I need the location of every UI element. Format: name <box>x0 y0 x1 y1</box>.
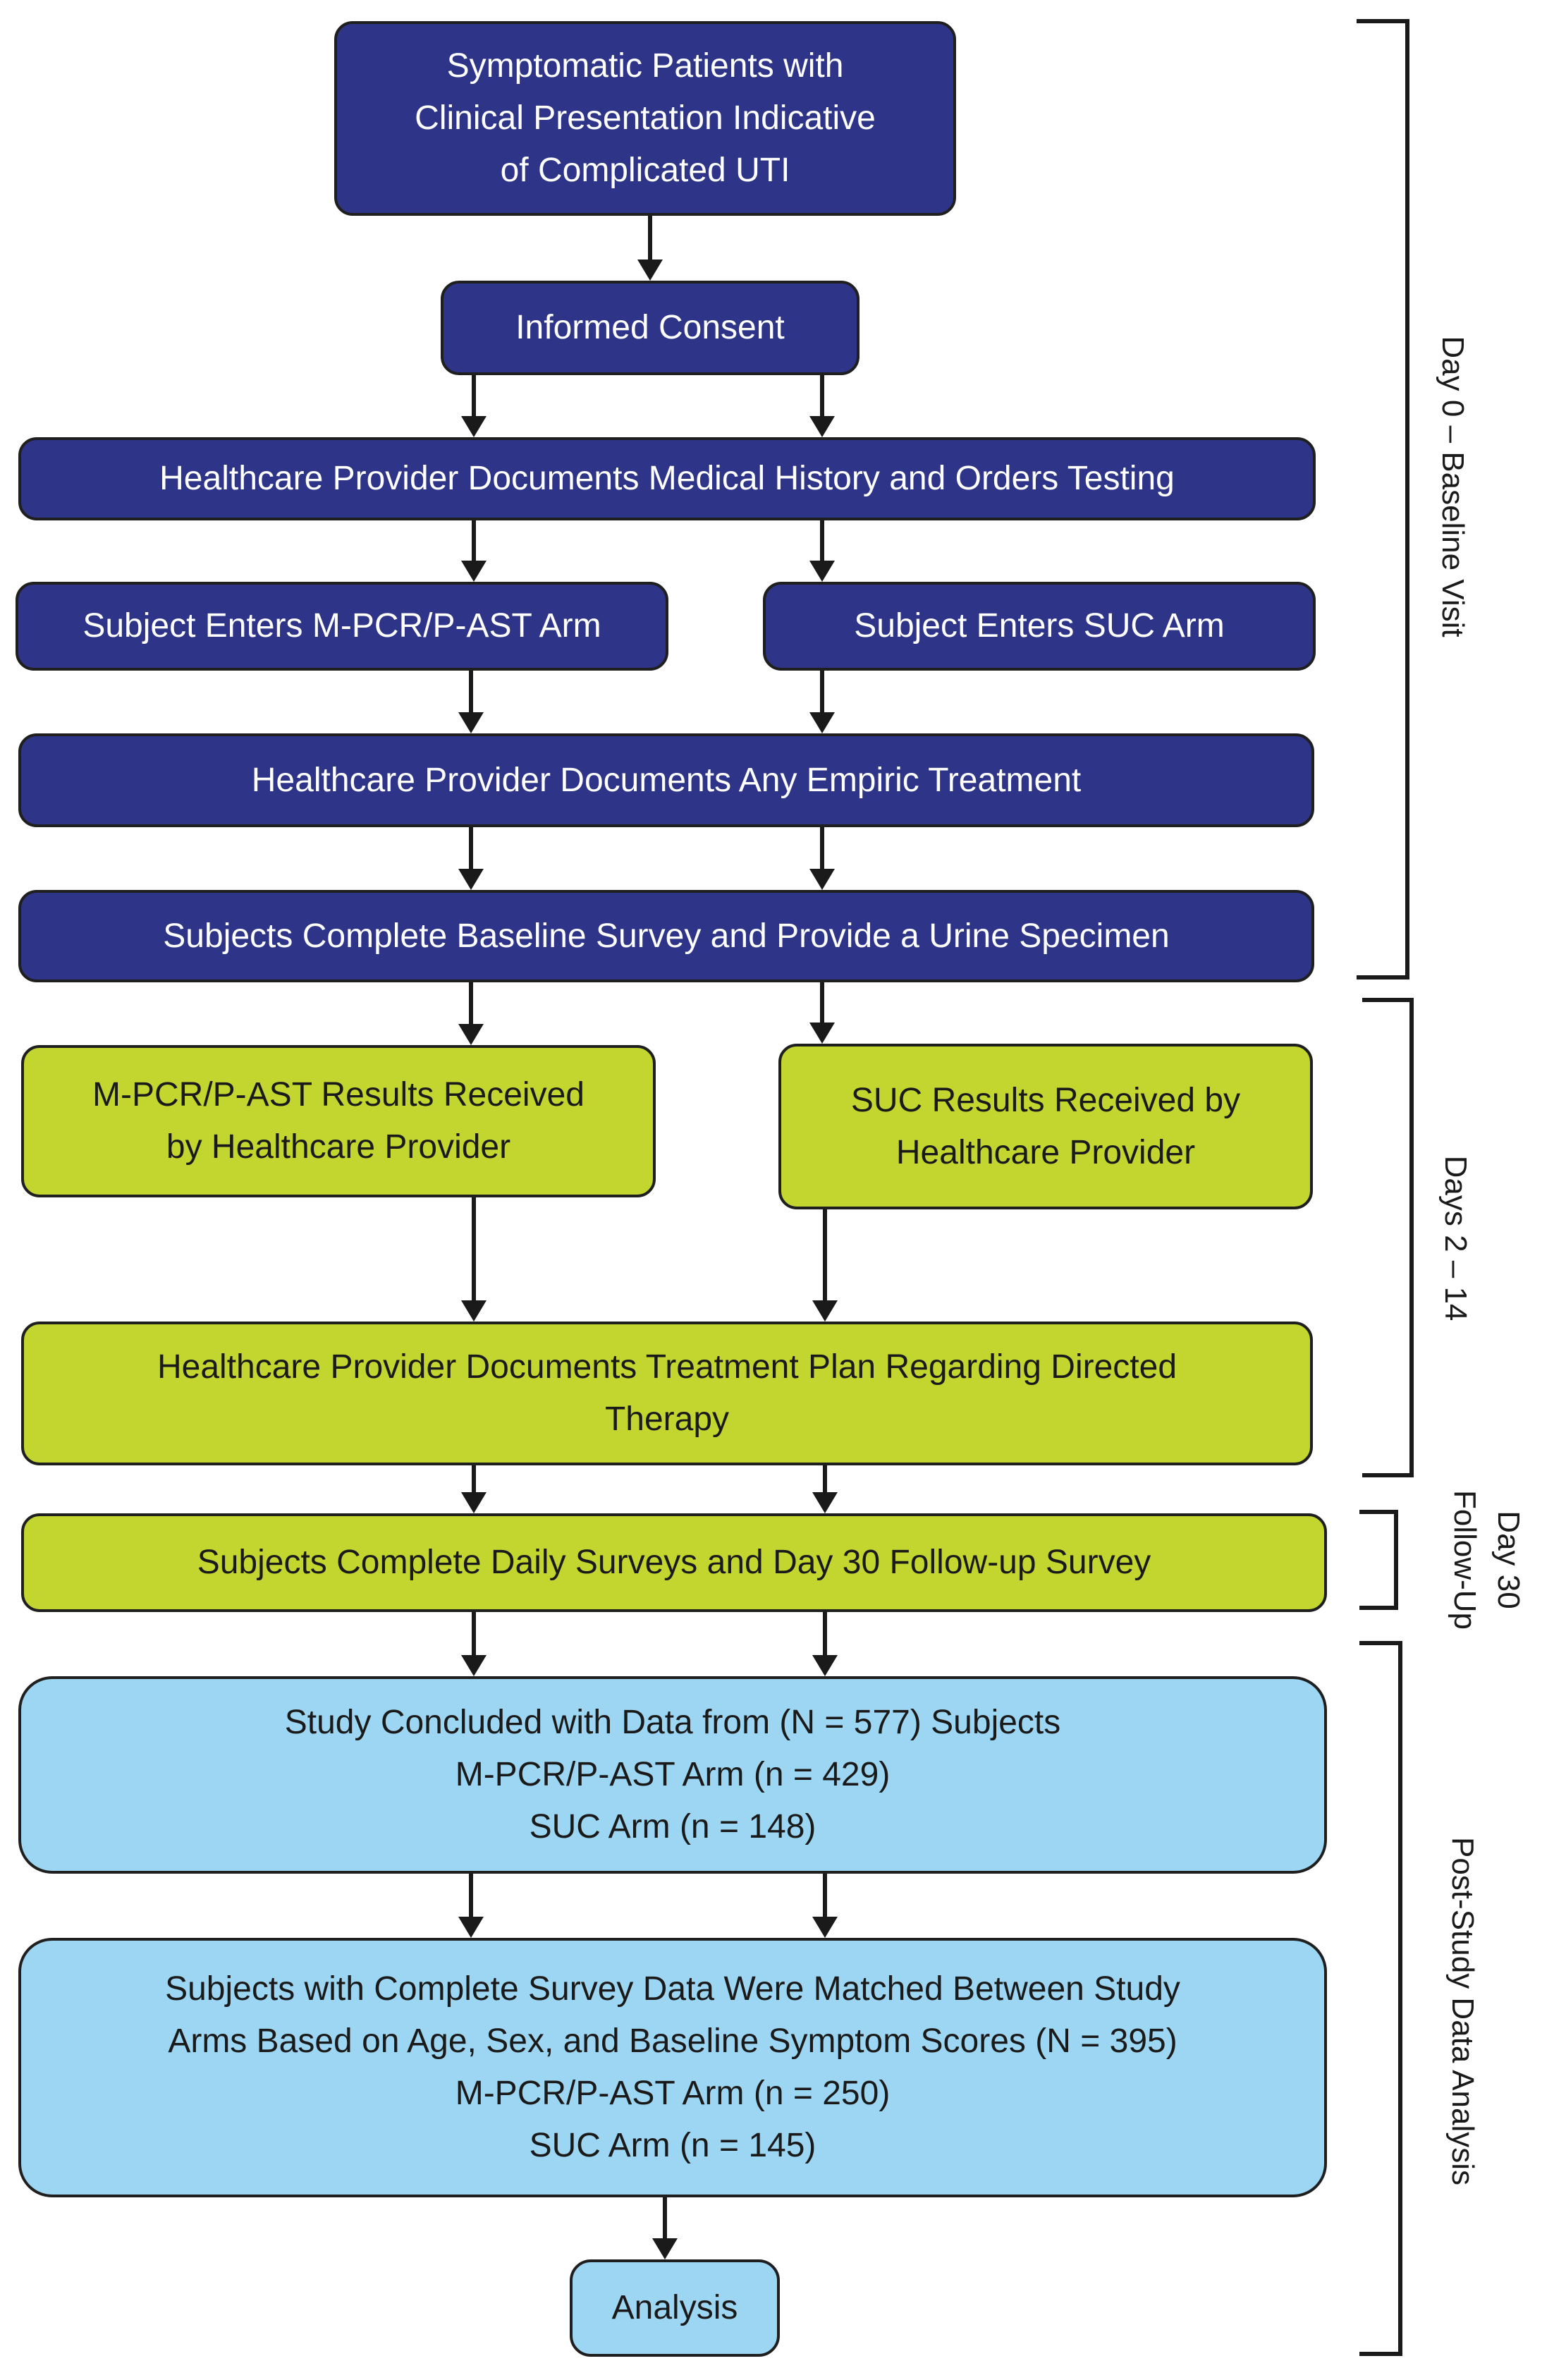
box-line: Subjects Complete Daily Surveys and Day … <box>197 1544 1151 1581</box>
box-line: SUC Arm (n = 145) <box>529 2127 816 2164</box>
phase-label-days-2-14: Days 2 – 14 <box>1436 1156 1475 1322</box>
box-line: Informed Consent <box>515 309 785 346</box>
bracket-day0 <box>1357 19 1409 980</box>
arrow-suc-arm-to-empiric <box>809 671 835 733</box>
box-line: by Healthcare Provider <box>166 1128 511 1166</box>
box-line: Subject Enters SUC Arm <box>854 607 1225 645</box>
box-line: M-PCR/P-AST Arm (n = 429) <box>455 1756 891 1793</box>
phase-label-post-study: Post-Study Data Analysis <box>1443 1837 1482 2185</box>
arrow-daily-to-concluded-left <box>461 1612 487 1676</box>
analysis-box: Analysis <box>570 2259 780 2357</box>
box-line: Arms Based on Age, Sex, and Baseline Sym… <box>168 2022 1177 2060</box>
arrow-treatment-to-daily-right <box>812 1465 838 1513</box>
arrow-daily-to-concluded-right <box>812 1612 838 1676</box>
study-concluded-box: Study Concluded with Data from (N = 577)… <box>18 1676 1327 1874</box>
matched-subjects-box: Subjects with Complete Survey Data Were … <box>18 1938 1327 2197</box>
informed-consent-box: Informed Consent <box>441 281 859 375</box>
mpcr-results-box: M-PCR/P-AST Results Received by Healthca… <box>21 1045 656 1197</box>
box-line: M-PCR/P-AST Results Received <box>92 1076 585 1113</box>
box-line: Therapy <box>604 1400 730 1438</box>
box-line: Subject Enters M-PCR/P-AST Arm <box>82 607 601 645</box>
phase-label-text: Day 30 <box>1491 1511 1526 1609</box>
mpcr-arm-box: Subject Enters M-PCR/P-AST Arm <box>16 582 668 671</box>
phase-label-day0: Day 0 – Baseline Visit <box>1433 336 1472 637</box>
arrow-concluded-to-matched-left <box>458 1874 484 1938</box>
box-line: of Complicated UTI <box>500 152 790 189</box>
box-line: Subjects Complete Baseline Survey and Pr… <box>163 917 1170 955</box>
box-line: Healthcare Provider Documents Medical Hi… <box>159 460 1175 497</box>
arrow-mpcr-results-to-treatment <box>461 1197 487 1322</box>
daily-surveys-box: Subjects Complete Daily Surveys and Day … <box>21 1513 1327 1612</box>
empiric-treatment-box: Healthcare Provider Documents Any Empiri… <box>18 733 1314 827</box>
medical-history-box: Healthcare Provider Documents Medical Hi… <box>18 437 1316 520</box>
arrow-treatment-to-daily-left <box>461 1465 487 1513</box>
bracket-days-2-14 <box>1362 998 1414 1477</box>
symptomatic-patients-box: Symptomatic Patients with Clinical Prese… <box>334 21 956 216</box>
suc-results-box: SUC Results Received by Healthcare Provi… <box>778 1044 1313 1209</box>
box-line: Healthcare Provider <box>895 1133 1196 1171</box>
box-line: Symptomatic Patients with <box>446 47 844 85</box>
bracket-post-study <box>1359 1641 1402 2356</box>
baseline-survey-box: Subjects Complete Baseline Survey and Pr… <box>18 890 1314 982</box>
box-line: SUC Arm (n = 148) <box>529 1808 816 1845</box>
arrow-empiric-to-baseline-left <box>458 827 484 890</box>
suc-arm-box: Subject Enters SUC Arm <box>763 582 1316 671</box>
arrow-concluded-to-matched-right <box>812 1874 838 1938</box>
arrow-history-to-mpcr-arm <box>461 520 487 582</box>
arrow-baseline-to-mpcr-results <box>458 982 484 1045</box>
phase-label-text: Days 2 – 14 <box>1438 1155 1473 1322</box>
phase-label-text: Day 0 – Baseline Visit <box>1436 336 1470 637</box>
arrow-matched-to-analysis <box>652 2197 678 2259</box>
phase-label-day30: Day 30 Follow-Up <box>1443 1490 1530 1630</box>
arrow-mpcr-arm-to-empiric <box>458 671 484 733</box>
arrow-suc-results-to-treatment <box>812 1209 838 1322</box>
box-line: Analysis <box>611 2289 738 2326</box>
bracket-day30 <box>1359 1510 1398 1610</box>
phase-label-text: Post-Study Data Analysis <box>1445 1836 1480 2186</box>
box-line: Healthcare Provider Documents Any Empiri… <box>251 761 1082 799</box>
arrow-empiric-to-baseline-right <box>809 827 835 890</box>
arrow-consent-to-history-left <box>461 375 487 437</box>
box-line: Clinical Presentation Indicative <box>415 99 876 137</box>
treatment-plan-box: Healthcare Provider Documents Treatment … <box>21 1322 1313 1465</box>
arrow-history-to-suc-arm <box>809 520 835 582</box>
box-line: Subjects with Complete Survey Data Were … <box>165 1970 1180 2008</box>
arrow-consent-to-history-right <box>809 375 835 437</box>
box-line: SUC Results Received by <box>850 1081 1241 1119</box>
arrow-symptomatic-to-consent <box>637 216 663 281</box>
arrow-baseline-to-suc-results <box>809 982 835 1044</box>
phase-label-text: Follow-Up <box>1448 1489 1482 1630</box>
box-line: Healthcare Provider Documents Treatment … <box>157 1348 1177 1386</box>
box-line: M-PCR/P-AST Arm (n = 250) <box>455 2075 891 2112</box>
box-line: Study Concluded with Data from (N = 577)… <box>284 1704 1061 1741</box>
